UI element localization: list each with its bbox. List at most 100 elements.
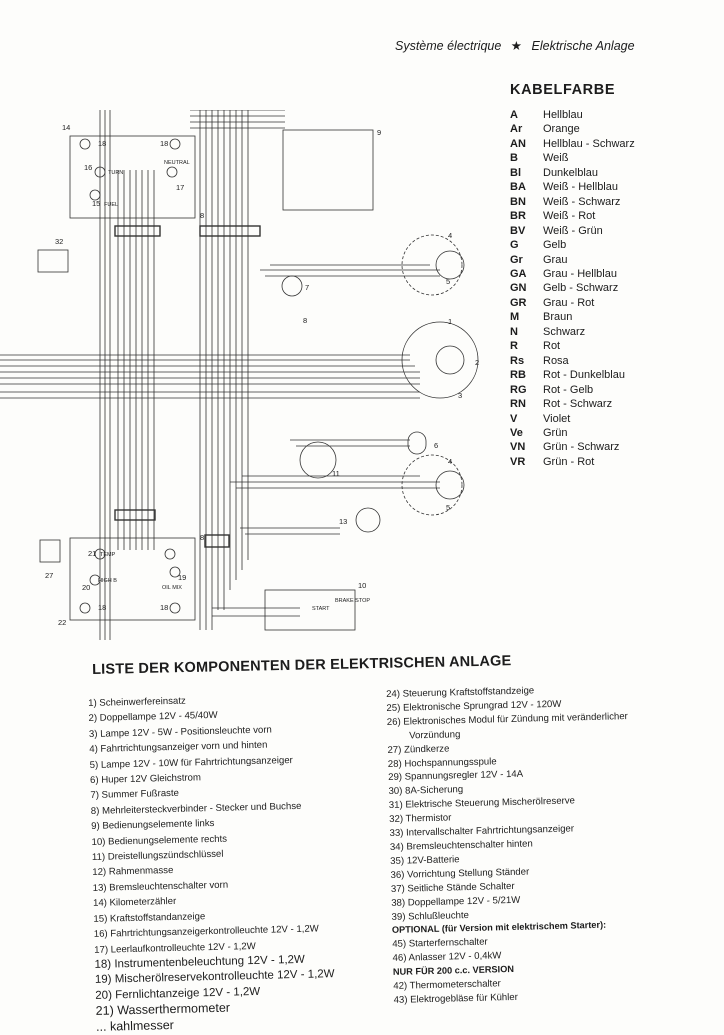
color-name: Dunkelblau (543, 166, 599, 179)
kabelfarbe-row: AN Hellblau - Schwarz (510, 137, 635, 151)
color-code: M (510, 311, 520, 324)
kabelfarbe-row: N Schwarz (510, 325, 635, 339)
component-number: 5 (446, 503, 450, 512)
kabelfarbe-row: A Hellblau (510, 108, 635, 122)
color-name: Weiß - Hellblau (543, 181, 618, 194)
color-code: Gr (510, 253, 523, 266)
color-name: Rot (543, 340, 561, 353)
component-number: 17 (176, 183, 184, 192)
component-number: 7 (305, 283, 309, 292)
component-number: 18 (98, 139, 106, 148)
color-name: Grau - Rot (543, 296, 595, 309)
kabelfarbe-row: BN Weiß - Schwarz (510, 195, 635, 209)
page-header: Système électrique ★ Elektrische Anlage (395, 38, 635, 53)
color-code: GN (510, 282, 527, 295)
component-number: 20 (82, 583, 90, 592)
component-number: 4 (448, 457, 452, 466)
connector-bottom (114, 509, 156, 521)
kabelfarbe-row: V Violet (510, 412, 635, 426)
star-icon: ★ (510, 39, 523, 53)
color-name: Braun (543, 311, 573, 324)
component-number: 8 (303, 316, 307, 325)
color-code: V (510, 412, 518, 425)
color-code: Bl (510, 166, 521, 179)
color-name: Hellblau - Schwarz (543, 137, 635, 150)
color-name: Gelb (543, 239, 567, 252)
kabelfarbe-row: GR Grau - Rot (510, 296, 635, 310)
color-name: Orange (543, 123, 580, 136)
kabelfarbe-row: BR Weiß - Rot (510, 209, 635, 223)
kabelfarbe-row: GN Gelb - Schwarz (510, 281, 635, 295)
connector-top-left (114, 225, 161, 237)
component-number: 1 (448, 317, 452, 326)
color-name: Grün (543, 426, 568, 439)
color-name: Hellblau (543, 109, 583, 121)
color-code: GA (510, 267, 527, 280)
color-code: BR (510, 210, 526, 223)
color-name: Violet (543, 412, 571, 425)
indicator-label: START (312, 606, 330, 612)
color-code: VN (510, 441, 526, 454)
color-code: N (510, 325, 518, 338)
color-code: GR (510, 296, 527, 309)
kabelfarbe-row: M Braun (510, 310, 635, 324)
color-code: BN (510, 195, 526, 208)
color-name: Weiß - Grün (543, 224, 603, 237)
color-name: Weiß - Rot (543, 210, 596, 223)
component-number: 8 (200, 211, 204, 220)
kabelfarbe-row: RB Rot - Dunkelblau (510, 368, 635, 382)
component-number: 13 (339, 517, 347, 526)
indicator-label: TURN (108, 170, 123, 176)
color-name: Grün - Schwarz (543, 441, 620, 454)
kabelfarbe-title: KABELFARBE (510, 82, 616, 98)
component-number: 5 (446, 277, 450, 286)
kabelfarbe-row: GA Grau - Hellblau (510, 267, 635, 281)
color-code: Ve (510, 426, 523, 439)
color-code: B (510, 152, 518, 165)
component-number: 6 (434, 441, 438, 450)
color-name: Schwarz (543, 325, 586, 338)
instrument-box-bottom (69, 537, 196, 621)
component-number: 11 (332, 469, 340, 478)
color-code: A (510, 109, 518, 121)
kabelfarbe-row: Ve Grün (510, 426, 635, 440)
component-number: 21 (88, 549, 96, 558)
color-code: RG (510, 383, 527, 396)
color-name: Weiß (543, 152, 569, 165)
component-number: 9 (377, 128, 381, 137)
component-number: 15 (92, 199, 100, 208)
component-number: 18 (98, 603, 106, 612)
color-name: Weiß - Schwarz (543, 195, 621, 208)
kabelfarbe-row: VR Grün - Rot (510, 455, 635, 469)
color-code: AN (510, 137, 526, 150)
component-number: 22 (58, 618, 66, 627)
indicator-label: OIL MIX (162, 585, 182, 591)
color-code: RB (510, 369, 526, 382)
color-name: Rot - Schwarz (543, 398, 613, 411)
component-number: 3 (458, 391, 462, 400)
color-name: Gelb - Schwarz (543, 282, 619, 295)
component-number: 4 (448, 231, 452, 240)
color-name: Rot - Dunkelblau (543, 369, 625, 382)
component-number: 19 (178, 573, 186, 582)
connector-bottom-right (204, 534, 230, 548)
color-name: Grau - Hellblau (543, 267, 617, 280)
component-number: 2 (475, 358, 479, 367)
switch-block-left (282, 129, 374, 211)
indicator-label: FUEL (104, 202, 118, 208)
color-code: VR (510, 455, 526, 468)
kabelfarbe-row: Bl Dunkelblau (510, 166, 635, 180)
color-code: G (510, 239, 519, 252)
component-number: 18 (160, 139, 168, 148)
color-name: Grün - Rot (543, 455, 595, 468)
instrument-box-top (69, 135, 196, 219)
